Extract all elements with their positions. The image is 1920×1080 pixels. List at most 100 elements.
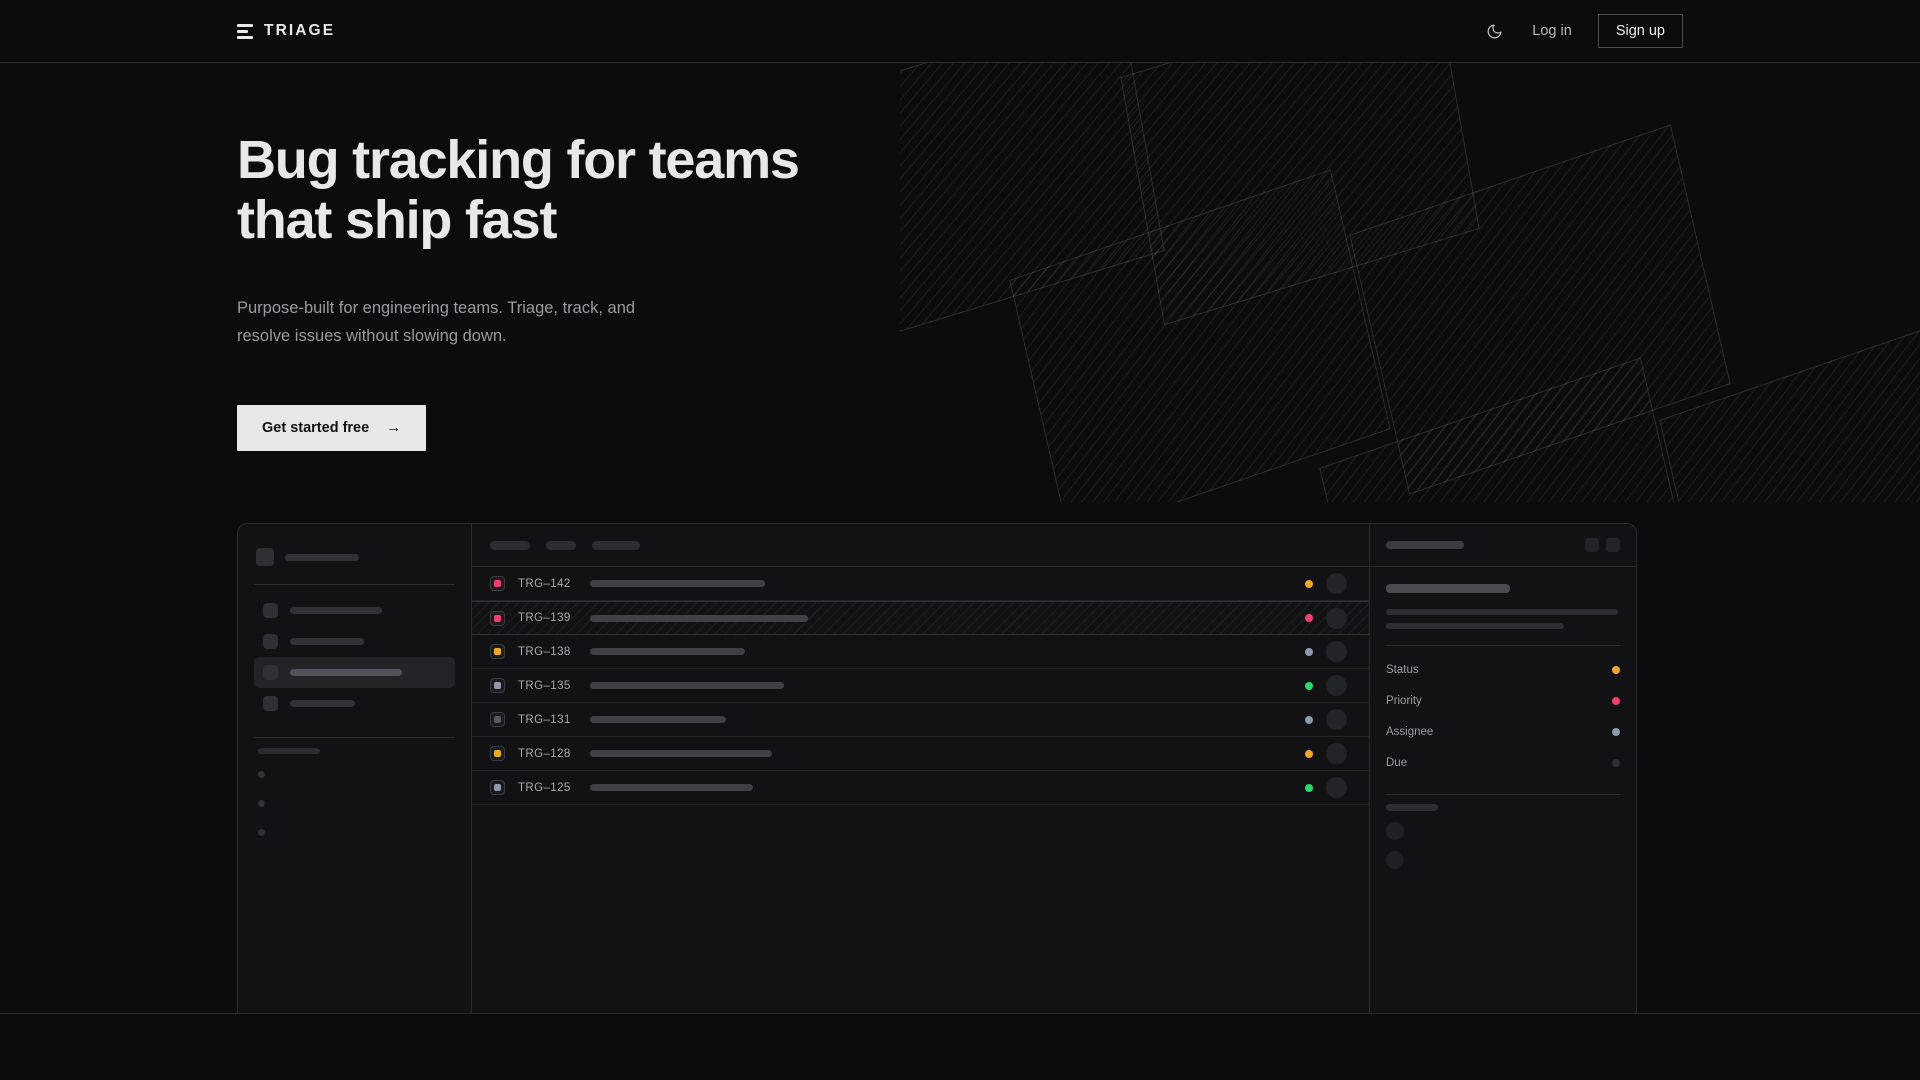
sidebar-mini-item[interactable] bbox=[254, 789, 455, 818]
issue-row[interactable]: TRG–142 bbox=[472, 567, 1369, 601]
sidebar-section-label bbox=[258, 748, 320, 754]
sidebar-nav-item[interactable] bbox=[254, 688, 455, 719]
detail-meta-value-dot bbox=[1612, 727, 1620, 736]
page-title: Bug tracking for teams that ship fast bbox=[237, 130, 800, 251]
issue-key: TRG–138 bbox=[518, 645, 571, 658]
issue-row-meta bbox=[1305, 709, 1369, 730]
issue-list-toolbar bbox=[472, 524, 1369, 567]
avatar bbox=[1326, 641, 1347, 662]
detail-meta-label: Status bbox=[1386, 663, 1419, 676]
avatar bbox=[1326, 709, 1347, 730]
toolbar-filter-pill[interactable] bbox=[592, 540, 640, 550]
hero-subhead: Purpose-built for engineering teams. Tri… bbox=[237, 298, 636, 346]
detail-action-button[interactable] bbox=[1606, 538, 1620, 552]
toolbar-filter-pill[interactable] bbox=[490, 540, 530, 550]
issue-title-placeholder bbox=[590, 784, 753, 791]
get-started-button[interactable]: Get started free → bbox=[237, 404, 427, 451]
sidebar-mini-item[interactable] bbox=[254, 760, 455, 789]
sidebar-nav-label-placeholder bbox=[290, 669, 402, 676]
issue-row-meta bbox=[1305, 777, 1369, 798]
detail-meta-row[interactable]: Status bbox=[1386, 654, 1620, 685]
cta-label: Get started free bbox=[262, 419, 370, 436]
detail-summary-placeholder bbox=[1386, 584, 1510, 593]
avatar bbox=[1326, 743, 1347, 764]
detail-title-placeholder bbox=[1386, 541, 1464, 549]
issue-key: TRG–128 bbox=[518, 747, 571, 760]
issue-row-meta bbox=[1305, 573, 1369, 594]
issue-key: TRG–131 bbox=[518, 713, 571, 726]
workspace-name-placeholder bbox=[285, 553, 359, 561]
issue-row[interactable]: TRG–139 bbox=[472, 601, 1369, 635]
sidebar-nav-item[interactable] bbox=[254, 595, 455, 626]
issue-key: TRG–125 bbox=[518, 781, 571, 794]
hatched-ribbon bbox=[1659, 309, 1920, 502]
arrow-right-icon: → bbox=[386, 419, 402, 437]
priority-icon bbox=[490, 610, 505, 626]
triage-bars-icon bbox=[237, 23, 253, 39]
priority-icon bbox=[490, 712, 505, 727]
status-dot bbox=[1305, 749, 1313, 758]
priority-icon bbox=[490, 780, 505, 795]
avatar bbox=[1326, 675, 1347, 696]
sidebar-mini-dot bbox=[258, 800, 265, 807]
divider bbox=[254, 584, 455, 585]
comment-avatar bbox=[1386, 851, 1404, 869]
issue-row-meta bbox=[1305, 641, 1369, 662]
issue-row[interactable]: TRG–135 bbox=[472, 669, 1369, 703]
divider bbox=[254, 737, 455, 738]
issue-key: TRG–135 bbox=[518, 679, 571, 692]
issue-row[interactable]: TRG–128 bbox=[472, 737, 1369, 771]
sidebar-nav-icon bbox=[263, 696, 278, 711]
sidebar-nav-label-placeholder bbox=[290, 700, 355, 707]
status-dot bbox=[1305, 715, 1313, 724]
detail-meta-row[interactable]: Assignee bbox=[1386, 716, 1620, 747]
detail-meta-value-dot bbox=[1612, 758, 1620, 767]
site-header: TRIAGE Log in Sign up bbox=[0, 0, 1920, 63]
workspace-switcher[interactable] bbox=[254, 542, 455, 566]
header-nav: Log in Sign up bbox=[1482, 14, 1683, 48]
priority-icon bbox=[490, 678, 505, 693]
issue-title-placeholder bbox=[590, 682, 784, 689]
issue-row[interactable]: TRG–131 bbox=[472, 703, 1369, 737]
status-dot bbox=[1305, 783, 1313, 792]
avatar bbox=[1326, 777, 1347, 798]
priority-icon bbox=[490, 644, 505, 659]
detail-meta-row[interactable]: Due bbox=[1386, 747, 1620, 778]
sidebar-nav-icon bbox=[263, 603, 278, 618]
brand-logo[interactable]: TRIAGE bbox=[237, 22, 335, 40]
issue-row-meta bbox=[1305, 607, 1369, 629]
detail-meta-label: Assignee bbox=[1386, 725, 1434, 738]
avatar bbox=[1326, 607, 1347, 629]
login-link[interactable]: Log in bbox=[1532, 23, 1572, 39]
hatched-ribbon bbox=[1120, 62, 1480, 326]
hero-section: Bug tracking for teams that ship fast Pu… bbox=[237, 63, 1137, 451]
status-dot bbox=[1305, 647, 1313, 656]
sidebar-mini-dot bbox=[258, 771, 265, 778]
toolbar-filter-pill[interactable] bbox=[546, 540, 576, 550]
detail-meta-value-dot bbox=[1612, 696, 1620, 705]
brand-name: TRIAGE bbox=[264, 22, 336, 39]
moon-icon[interactable] bbox=[1482, 19, 1506, 43]
signup-button[interactable]: Sign up bbox=[1597, 14, 1683, 48]
sidebar-nav-item[interactable] bbox=[254, 626, 455, 657]
detail-meta-row[interactable]: Priority bbox=[1386, 685, 1620, 716]
issue-row[interactable]: TRG–138 bbox=[472, 635, 1369, 669]
issue-title-placeholder bbox=[590, 716, 726, 723]
avatar bbox=[1326, 573, 1347, 594]
comment-avatar bbox=[1386, 822, 1404, 840]
sidebar-mini-item[interactable] bbox=[254, 818, 455, 847]
issue-row-meta bbox=[1305, 675, 1369, 696]
comment-avatars bbox=[1386, 822, 1620, 869]
issue-row[interactable]: TRG–125 bbox=[472, 771, 1369, 805]
issue-title-placeholder bbox=[590, 614, 808, 622]
divider bbox=[1386, 645, 1620, 646]
issue-title-placeholder bbox=[590, 648, 745, 655]
workspace-avatar bbox=[256, 548, 274, 566]
detail-action-button[interactable] bbox=[1585, 538, 1599, 552]
sidebar-nav-item[interactable] bbox=[254, 657, 455, 688]
detail-body-line bbox=[1386, 609, 1618, 615]
